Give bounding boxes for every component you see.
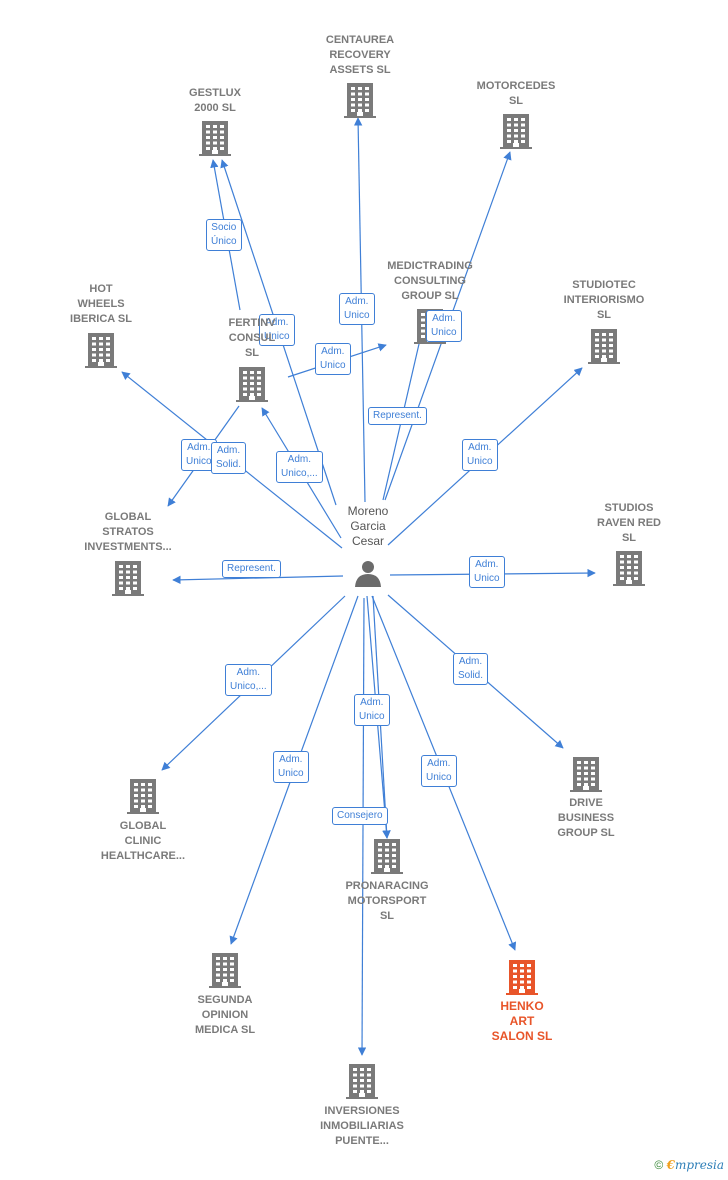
edge-label[interactable]: Adm. Solid. — [211, 442, 247, 474]
company-label-globalclinic[interactable]: GLOBAL CLINIC HEALTHCARE... — [100, 820, 186, 862]
company-label-motorcedes[interactable]: MOTORCEDES SL — [476, 80, 556, 107]
copyright-symbol: © — [654, 1158, 664, 1172]
building-icon[interactable] — [588, 329, 620, 364]
company-label-centaurea[interactable]: CENTAUREA RECOVERY ASSETS SL — [325, 34, 395, 76]
edge-label[interactable]: Represent. — [368, 407, 427, 425]
building-icon[interactable] — [85, 333, 117, 368]
edge-label[interactable]: Adm. Solid. — [453, 653, 489, 685]
edge-label[interactable]: Adm. Unico — [354, 694, 390, 726]
building-icon[interactable] — [570, 757, 602, 792]
footer-brand: © €mpresia — [654, 1158, 724, 1172]
building-icon[interactable] — [199, 121, 231, 156]
building-icon[interactable] — [209, 953, 241, 988]
building-icon[interactable] — [506, 960, 538, 995]
edge-label[interactable]: Adm. Unico,... — [276, 451, 323, 483]
company-label-medictrading[interactable]: MEDICTRADING CONSULTING GROUP SL — [387, 260, 473, 302]
person-icon[interactable] — [355, 561, 381, 587]
edge-label[interactable]: Adm. Unico — [462, 439, 498, 471]
building-icon[interactable] — [344, 83, 376, 118]
edge-label[interactable]: Adm. Unico — [273, 751, 309, 783]
company-label-gestlux[interactable]: GESTLUX 2000 SL — [189, 87, 241, 114]
company-label-drive[interactable]: DRIVE BUSINESS GROUP SL — [557, 797, 615, 839]
building-icon[interactable] — [112, 561, 144, 596]
building-icon[interactable] — [613, 551, 645, 586]
edge-label[interactable]: Adm. Unico,... — [225, 664, 272, 696]
edge-label[interactable]: Adm. Unico — [315, 343, 351, 375]
edge-label[interactable]: Adm. Unico — [421, 755, 457, 787]
building-icon[interactable] — [500, 114, 532, 149]
company-label-studiosraven[interactable]: STUDIOS RAVEN RED SL — [597, 502, 661, 544]
edge-label[interactable]: Adm. Unico — [426, 310, 462, 342]
company-label-studiotec[interactable]: STUDIOTEC INTERIORISMO SL — [563, 279, 645, 321]
company-label-globalstratos[interactable]: GLOBAL STRATOS INVESTMENTS... — [84, 511, 172, 553]
company-label-fertinv[interactable]: FERTINV CONSUL SL — [228, 317, 276, 359]
edge-label[interactable]: Socio Único — [206, 219, 242, 251]
edge-label[interactable]: Adm. Unico — [181, 439, 217, 471]
edge-label[interactable]: Adm. Unico — [339, 293, 375, 325]
company-label-pronaracing[interactable]: PRONARACING MOTORSPORT SL — [345, 880, 429, 922]
building-icon[interactable] — [127, 779, 159, 814]
edge-label[interactable]: Consejero — [332, 807, 388, 825]
company-label-inversiones[interactable]: INVERSIONES INMOBILIARIAS PUENTE... — [320, 1105, 404, 1147]
edge-label[interactable]: Represent. — [222, 560, 281, 578]
person-name-label[interactable]: Moreno Garcia Cesar — [347, 504, 389, 548]
brand-logo: €mpresia — [666, 1158, 724, 1172]
edge-label[interactable]: Adm. Unico — [469, 556, 505, 588]
building-icon[interactable] — [371, 839, 403, 874]
company-label-segunda[interactable]: SEGUNDA OPINION MEDICA SL — [194, 994, 256, 1036]
building-icon[interactable] — [236, 367, 268, 402]
company-label-henko[interactable]: HENKO ART SALON SL — [491, 999, 553, 1043]
building-icon[interactable] — [346, 1064, 378, 1099]
company-label-hotwheels[interactable]: HOT WHEELS IBERICA SL — [70, 283, 132, 325]
edge-center-globalstratos — [172, 575, 344, 585]
edge-center-inversiones — [357, 597, 367, 1056]
edge-label[interactable]: Adm. Unico — [259, 314, 295, 346]
